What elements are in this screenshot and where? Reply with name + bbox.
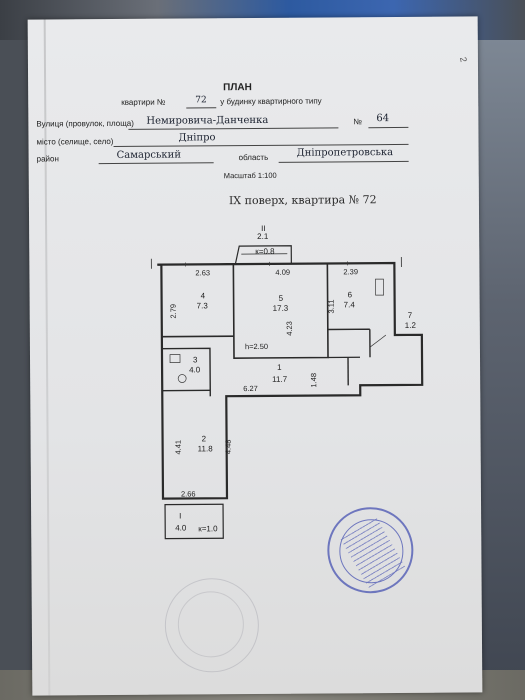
room-label-coef: к=1.0 — [198, 524, 218, 533]
dimension-label: 2.79 — [169, 304, 178, 319]
room-labels: II 2.1 к=0.8 4 7.3 5 17.3 6 7.4 7 1.2 3 … — [175, 224, 417, 533]
room-label-number: 7 — [408, 311, 413, 320]
dimension-label: 2.39 — [343, 267, 358, 276]
paper-sheet: 2 ПЛАН квартири № 72 у будинку квартирно… — [27, 16, 483, 696]
faint-stamp-imprint — [164, 577, 260, 673]
room-label-area: 1.2 — [405, 321, 417, 330]
dimension-label: 4.41 — [174, 440, 183, 455]
room-label-number: 6 — [348, 290, 353, 299]
dimension-label: 2.63 — [195, 268, 210, 277]
room-label-number: 5 — [279, 294, 284, 303]
official-stamp — [327, 506, 414, 594]
room-label-coef: к=0.8 — [255, 247, 275, 256]
room-label-area: 4.0 — [175, 523, 187, 532]
dimension-label: 3.11 — [327, 299, 336, 313]
room-label-area: 11.7 — [272, 375, 288, 384]
dimension-label: 4.48 — [224, 440, 233, 455]
room-label-number: 4 — [201, 291, 206, 300]
dimension-label: 1.48 — [309, 373, 318, 388]
dimension-label: 2.66 — [181, 489, 196, 498]
dimension-labels: 2.63 4.09 2.39 2.79 3.11 4.23 h=2.50 1.4… — [169, 267, 358, 498]
room-label-number: 3 — [193, 355, 198, 364]
room-label-number: 1 — [277, 363, 282, 372]
dimension-label: 4.09 — [275, 268, 290, 277]
dimension-label: h=2.50 — [245, 342, 268, 351]
room-label-area: 7.4 — [344, 300, 356, 309]
room-label-area: 7.3 — [197, 301, 209, 310]
room-label-number: II — [261, 224, 266, 233]
room-label-area: 4.0 — [189, 365, 201, 374]
dimension-label: 6.27 — [243, 384, 258, 393]
dimension-label: 4.23 — [285, 321, 294, 336]
room-label-number: 2 — [202, 434, 207, 443]
room-label-area: 11.8 — [198, 444, 214, 453]
room-label-area: 17.3 — [273, 304, 289, 313]
room-label-area: 2.1 — [257, 232, 269, 241]
floor-plan: II 2.1 к=0.8 4 7.3 5 17.3 6 7.4 7 1.2 3 … — [150, 224, 424, 540]
room-label-number: I — [179, 512, 181, 521]
